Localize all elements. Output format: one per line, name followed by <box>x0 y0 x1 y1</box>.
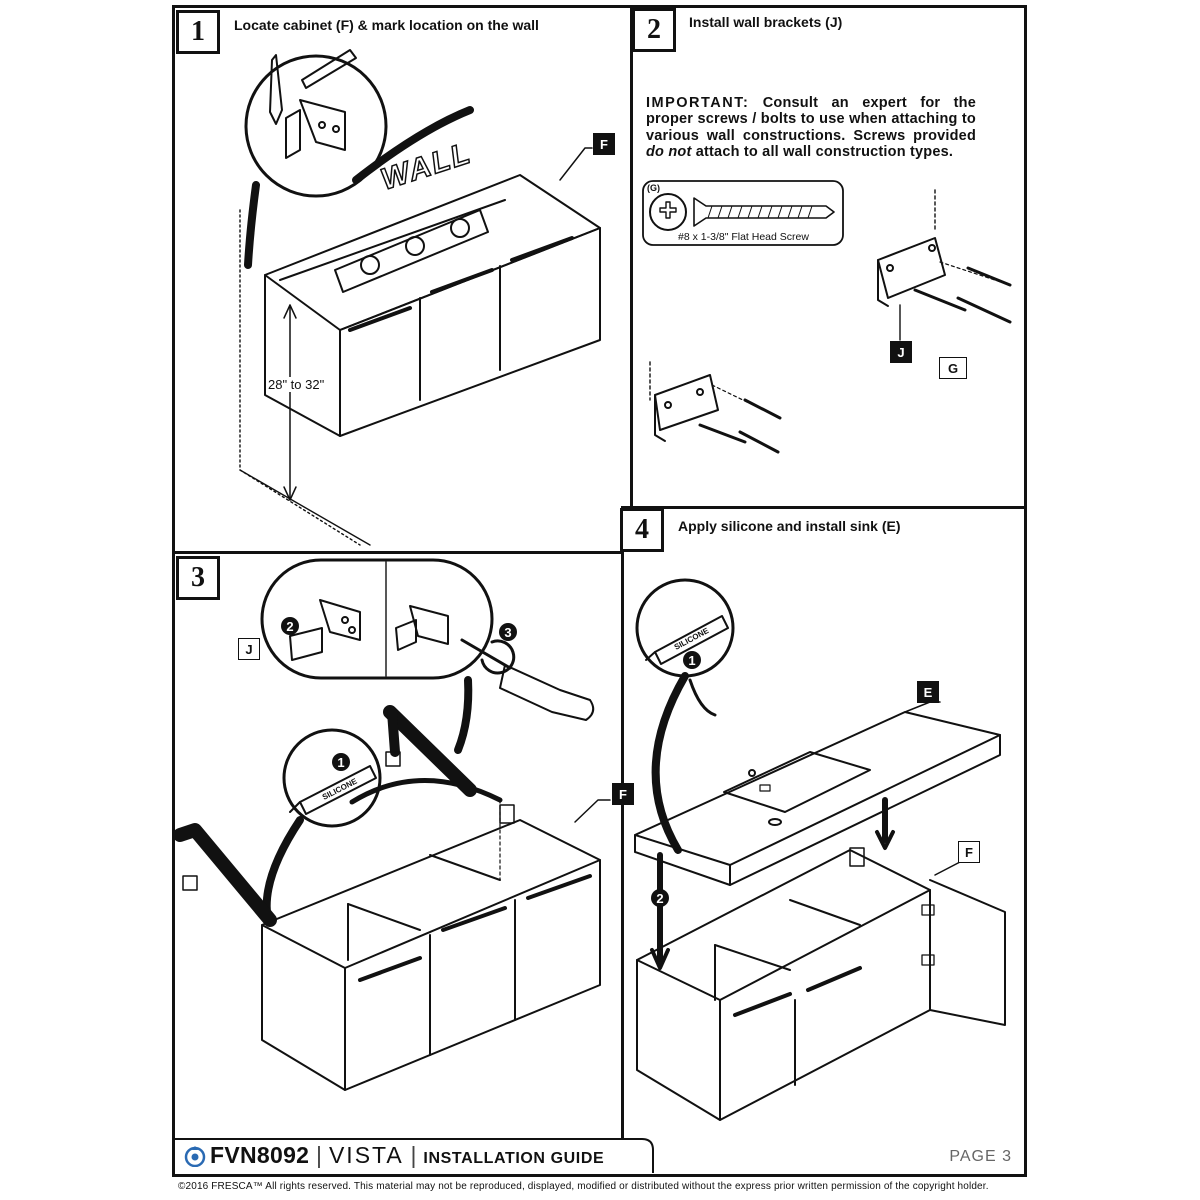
step2-bracket-label: J <box>890 341 912 363</box>
screw-icon <box>649 193 835 231</box>
divider-vertical-bottom <box>621 506 624 1138</box>
step1-detail-circle <box>244 54 388 198</box>
step4-sink-label: E <box>917 681 939 703</box>
step2-screw-label: G <box>939 357 967 379</box>
guide-title: INSTALLATION GUIDE <box>423 1150 605 1167</box>
divider-horizontal-right <box>621 506 1027 509</box>
step3-illustration <box>173 558 611 1091</box>
step3-cabinet-label: F <box>612 783 634 805</box>
silicone-tube-icon <box>654 615 729 665</box>
step-2-number: 2 <box>632 8 676 52</box>
rotate-arrow-icon <box>480 639 516 675</box>
divider-horizontal-left <box>172 551 624 554</box>
step-2-title: Install wall brackets (J) <box>689 14 843 30</box>
step-4-title: Apply silicone and install sink (E) <box>678 518 901 534</box>
step3-callout-2-text: 2 <box>286 619 293 634</box>
mounting-height-label: 28" to 32" <box>266 377 327 392</box>
step-1-number: 1 <box>176 10 220 54</box>
silicone-tube-icon <box>299 765 377 815</box>
step3-silicone-circle <box>282 728 382 828</box>
step4-illustration <box>634 578 1006 1121</box>
important-lead: IMPORTANT: <box>646 95 750 111</box>
important-emphasis: do not <box>646 144 692 161</box>
important-tail: attach to all wall construction types. <box>695 144 954 161</box>
pencil-icon <box>269 49 357 125</box>
step4-cabinet-label: F <box>958 841 980 863</box>
step4-callout-2 <box>651 889 669 907</box>
screw-caption: #8 x 1-3/8" Flat Head Screw <box>678 231 809 243</box>
step3-callout-1-text: 1 <box>337 755 344 770</box>
divider-vertical-top <box>630 5 633 507</box>
step-4-number: 4 <box>620 508 664 552</box>
instruction-sheet-frame <box>172 5 1027 1177</box>
step4-cabinet <box>636 847 1006 1121</box>
screwdriver-icon <box>460 638 595 721</box>
step4-callout-1 <box>683 651 701 669</box>
page-number: PAGE 3 <box>949 1148 1012 1165</box>
step4-callout-2-text: 2 <box>656 891 663 906</box>
step3-bracket-label: J <box>238 638 260 660</box>
step3-callout-1 <box>332 753 350 771</box>
step1-illustration <box>239 49 601 546</box>
footer-band <box>172 1138 654 1173</box>
fresca-logo-icon <box>184 1146 206 1167</box>
step3-detail-pill <box>260 558 494 680</box>
step1-cabinet <box>264 174 601 437</box>
step-1-title: Locate cabinet (F) & mark location on th… <box>234 17 539 33</box>
series-name: VISTA <box>328 1142 404 1168</box>
footer-brand: FVN8092 | VISTA | INSTALLATION GUIDE <box>210 1142 604 1169</box>
divider-2: | <box>410 1142 417 1168</box>
model-number: FVN8092 <box>210 1142 310 1168</box>
step3-cabinet <box>261 799 601 1091</box>
divider-1: | <box>315 1142 323 1168</box>
step3-callout-3-text: 3 <box>504 625 511 640</box>
step-3-number: 3 <box>176 556 220 600</box>
important-text: Consult an expert for the proper screws … <box>646 95 976 144</box>
step3-callout-3 <box>499 623 517 641</box>
screw-tag: (G) <box>647 183 660 193</box>
important-note: IMPORTANT: Consult an expert for the pro… <box>646 95 976 161</box>
step3-callout-2 <box>281 617 299 635</box>
step4-callout-1-text: 1 <box>688 653 695 668</box>
step1-cabinet-label: F <box>593 133 615 155</box>
step2-illustration <box>642 180 1012 454</box>
copyright-notice: ©2016 FRESCA™ All rights reserved. This … <box>178 1181 989 1192</box>
step4-sink-top <box>634 701 1001 886</box>
level-icon <box>334 209 489 293</box>
screw-spec-box <box>642 180 844 246</box>
